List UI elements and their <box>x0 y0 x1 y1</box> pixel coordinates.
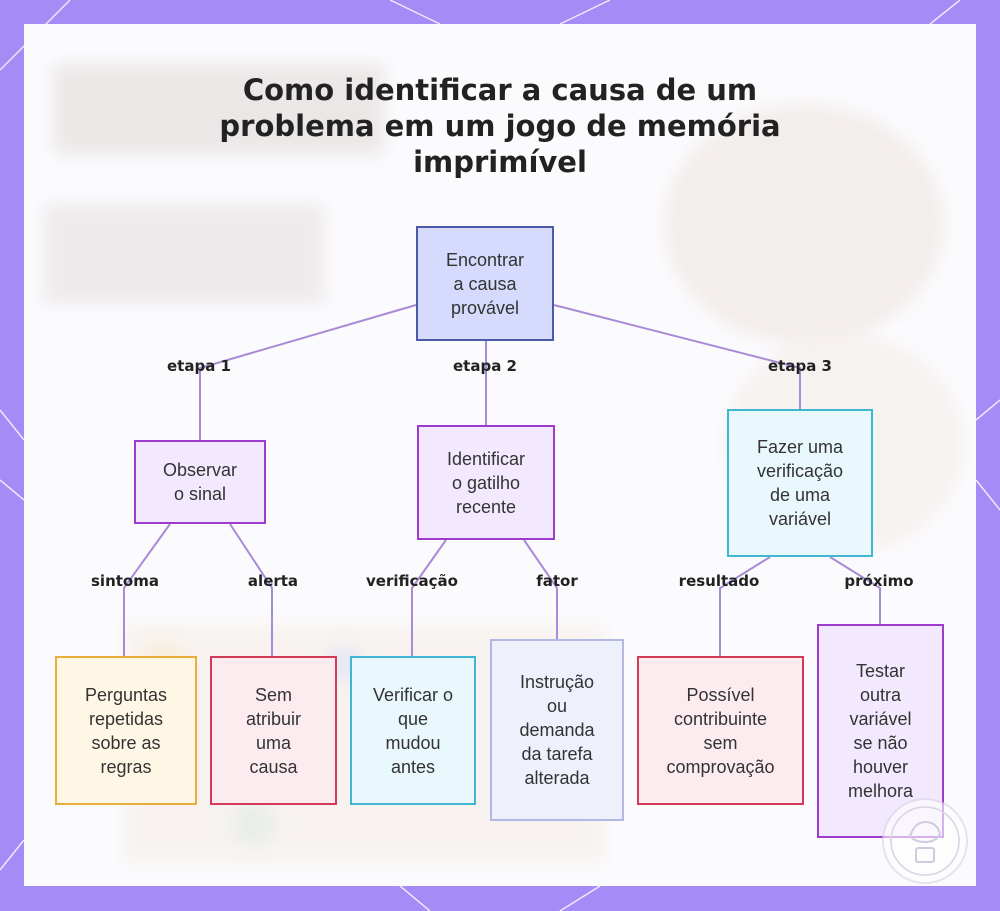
node-possivel: Possível contribuinte sem comprovação <box>637 656 804 805</box>
node-verificar: Verificar o que mudou antes <box>350 656 476 805</box>
node-verificacao: Fazer uma verificação de uma variável <box>727 409 873 557</box>
edge-label-etapa3: etapa 3 <box>768 357 832 375</box>
edge-label-etapa2: etapa 2 <box>453 357 517 375</box>
node-root-label: Encontrar a causa provável <box>445 249 525 318</box>
node-perguntas: Perguntas repetidas sobre as regras <box>55 656 197 805</box>
edge-label-etapa1: etapa 1 <box>167 357 231 375</box>
edge-alerta <box>229 523 273 656</box>
title-line-3: imprimível <box>413 145 587 179</box>
node-verificar-label: Verificar o que mudou antes <box>372 684 454 777</box>
node-observar-label: Observar o sinal <box>162 460 238 504</box>
node-instrucao: Instrução ou demanda da tarefa alterada <box>490 639 624 821</box>
edge-fator <box>523 539 558 639</box>
edge-resultado <box>719 556 771 656</box>
edge-verificacao <box>411 539 447 656</box>
brain-stamp-icon <box>882 798 968 884</box>
node-gatilho: Identificar o gatilho recente <box>417 425 555 540</box>
edge-etapa3 <box>553 304 801 409</box>
node-testar-label: Testar outra variável se não houver melh… <box>847 661 914 801</box>
node-gatilho-label: Identificar o gatilho recente <box>446 448 526 517</box>
edge-label-sintoma: sintoma <box>91 572 159 590</box>
title-line-1: Como identificar a causa de um <box>242 73 758 107</box>
node-sem-atribuir: Sem atribuir uma causa <box>210 656 337 805</box>
node-observar: Observar o sinal <box>134 440 266 524</box>
edge-label-verificacao: verificação <box>366 572 458 590</box>
edge-sintoma <box>123 523 171 656</box>
edge-label-alerta: alerta <box>247 572 299 590</box>
node-verificacao-label: Fazer uma verificação de uma variável <box>756 437 844 529</box>
node-instrucao-label: Instrução ou demanda da tarefa alterada <box>519 672 595 788</box>
edge-label-proximo: próximo <box>844 572 914 590</box>
edge-label-resultado: resultado <box>678 572 760 590</box>
node-sem-atribuir-label: Sem atribuir uma causa <box>245 684 302 777</box>
node-possivel-label: Possível contribuinte sem comprovação <box>666 684 775 777</box>
edge-proximo <box>829 556 881 624</box>
diagram-title: Como identificar a causa de um problema … <box>0 72 1000 180</box>
edge-label-fator: fator <box>536 572 578 590</box>
edge-etapa1 <box>199 304 417 440</box>
title-line-2: problema em um jogo de memória <box>219 109 781 143</box>
node-root: Encontrar a causa provável <box>416 226 554 341</box>
node-perguntas-label: Perguntas repetidas sobre as regras <box>84 684 168 777</box>
